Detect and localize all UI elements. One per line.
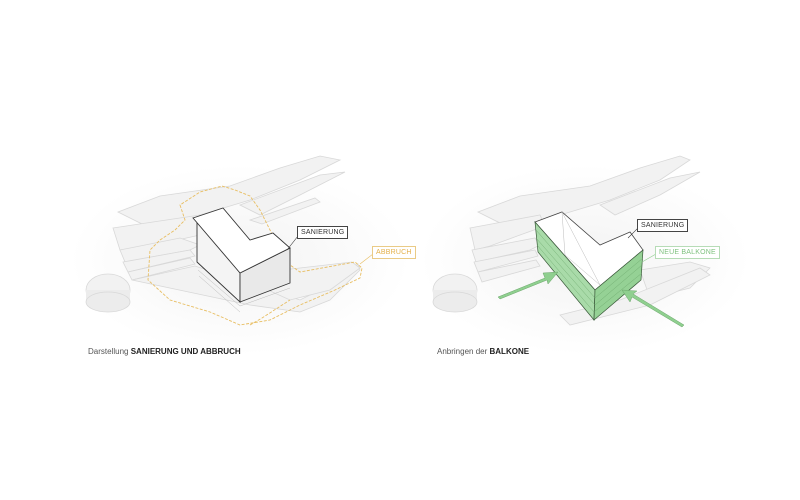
- left-diagram: [70, 155, 410, 355]
- renovation-label: SANIERUNG: [297, 226, 349, 239]
- renovation-building: [192, 207, 291, 313]
- caption-bold: BALKONE: [489, 347, 530, 356]
- renovation-label: SANIERUNG: [637, 219, 689, 232]
- renovation-leader: [286, 235, 299, 251]
- caption-bold: SANIERUNG UND ABBRUCH: [130, 347, 241, 356]
- demolition-outline: [147, 185, 363, 326]
- caption-prefix: Darstellung: [88, 347, 129, 356]
- balconies-label: NEUE BALKONE: [655, 246, 720, 259]
- demolition-label: ABBRUCH: [372, 246, 416, 259]
- right-diagram: [420, 155, 750, 355]
- renovation-leader: [627, 227, 639, 239]
- right-caption: Anbringen der BALKONE: [437, 347, 529, 356]
- left-caption: Darstellung SANIERUNG UND ABBRUCH: [88, 347, 241, 356]
- arrow-icon: [497, 271, 685, 328]
- caption-prefix: Anbringen der: [437, 347, 488, 356]
- new-balconies: [534, 220, 644, 321]
- demolition-leader: [359, 253, 374, 265]
- balconies-leader: [641, 253, 657, 263]
